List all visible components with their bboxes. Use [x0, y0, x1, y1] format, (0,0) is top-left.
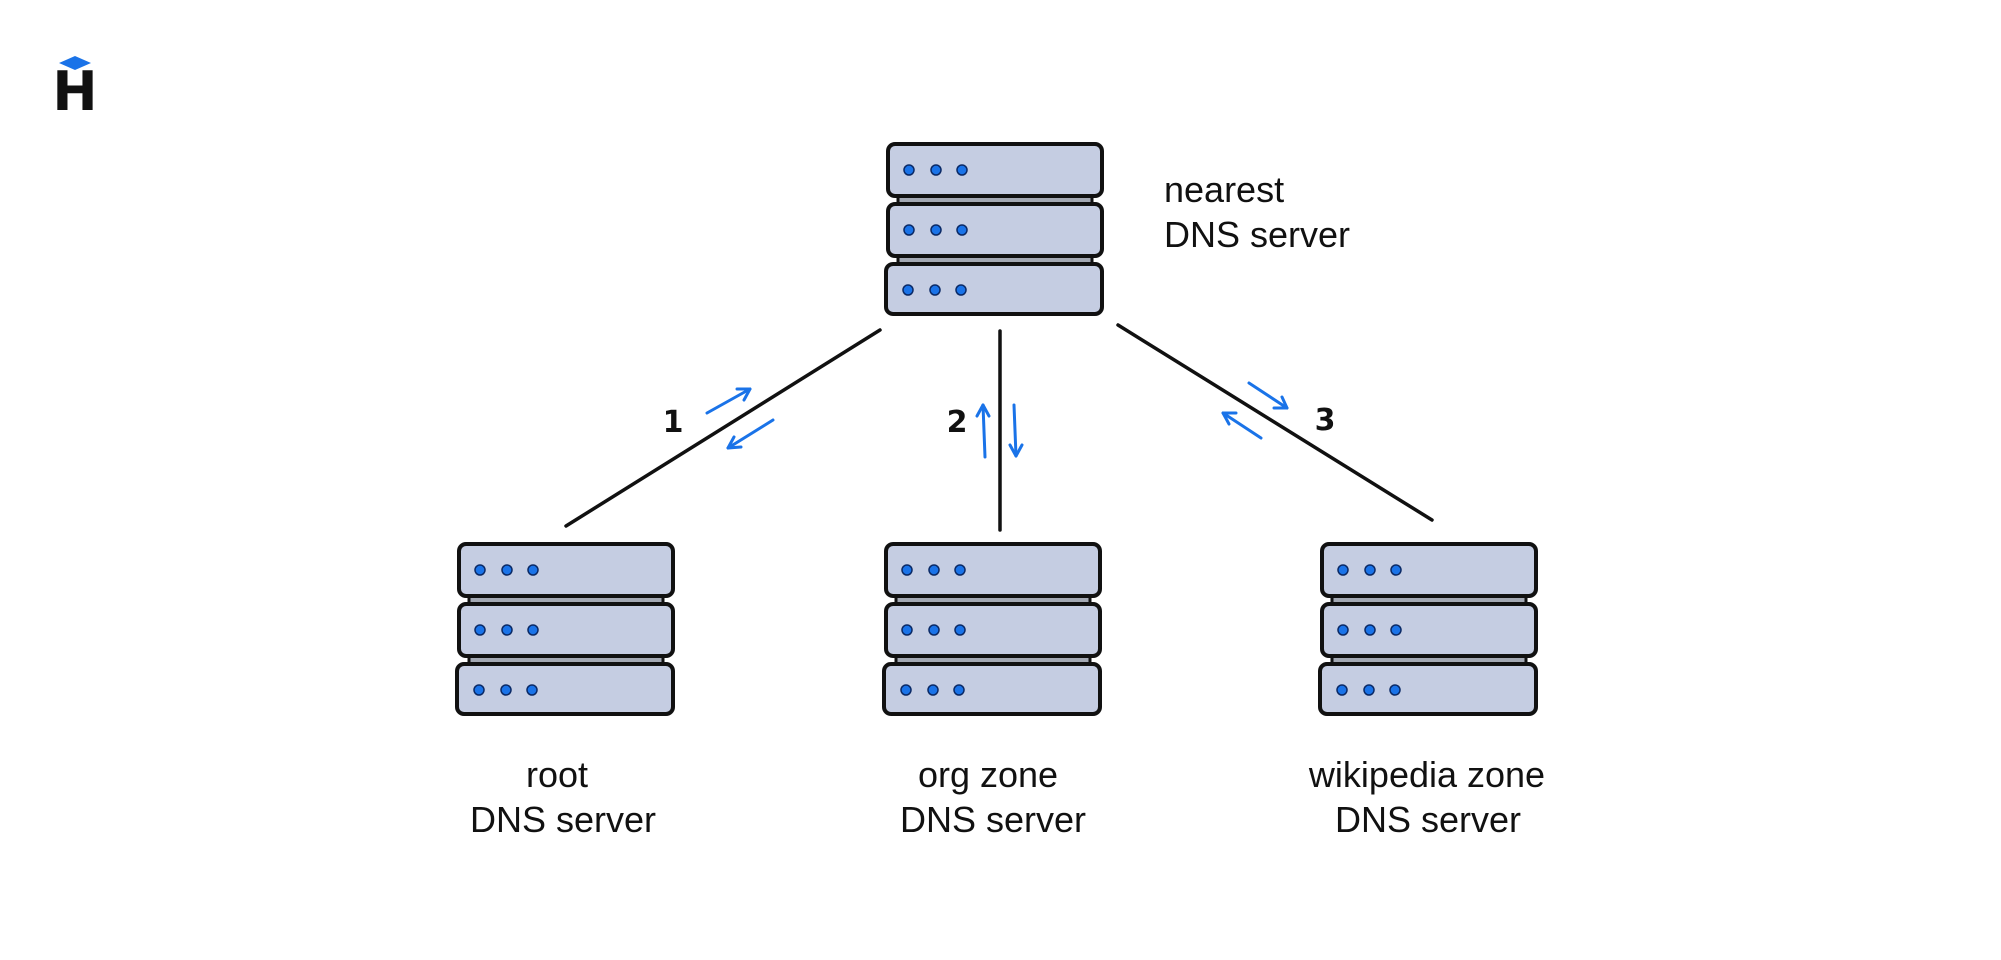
step-1-number: 1	[663, 405, 684, 440]
wikipedia-server-label-line1: wikipedia zone	[1308, 754, 1545, 795]
root-server-label-line2: DNS server	[470, 799, 656, 840]
org-server-icon	[882, 542, 1102, 716]
hexlet-logo-icon: H	[52, 56, 98, 123]
wikipedia-server-icon	[1318, 542, 1538, 716]
step-2-number: 2	[947, 405, 968, 440]
root-server-icon	[455, 542, 675, 716]
step-3-number: 3	[1315, 403, 1336, 438]
org-server-label-line2: DNS server	[900, 799, 1086, 840]
link-nearest-wikipedia	[1116, 323, 1434, 522]
root-server-label-line1: root	[526, 754, 588, 795]
step-3-request-arrow-icon	[1247, 381, 1289, 410]
nearest-server-label-line2: DNS server	[1164, 214, 1350, 255]
step-1-request-arrow-icon	[705, 387, 752, 415]
wikipedia-server-label-line2: DNS server	[1335, 799, 1521, 840]
step-2-response-arrow-icon	[1008, 403, 1024, 458]
step-1-response-arrow-icon	[726, 418, 775, 450]
nearest-server-label-line1: nearest	[1164, 169, 1284, 210]
logo-letter: H	[52, 60, 97, 123]
step-3-response-arrow-icon	[1221, 411, 1263, 440]
step-2-request-arrow-icon	[975, 403, 991, 459]
link-nearest-root	[564, 328, 882, 528]
org-server-label-line1: org zone	[918, 754, 1058, 795]
nearest-server-icon	[884, 142, 1104, 316]
